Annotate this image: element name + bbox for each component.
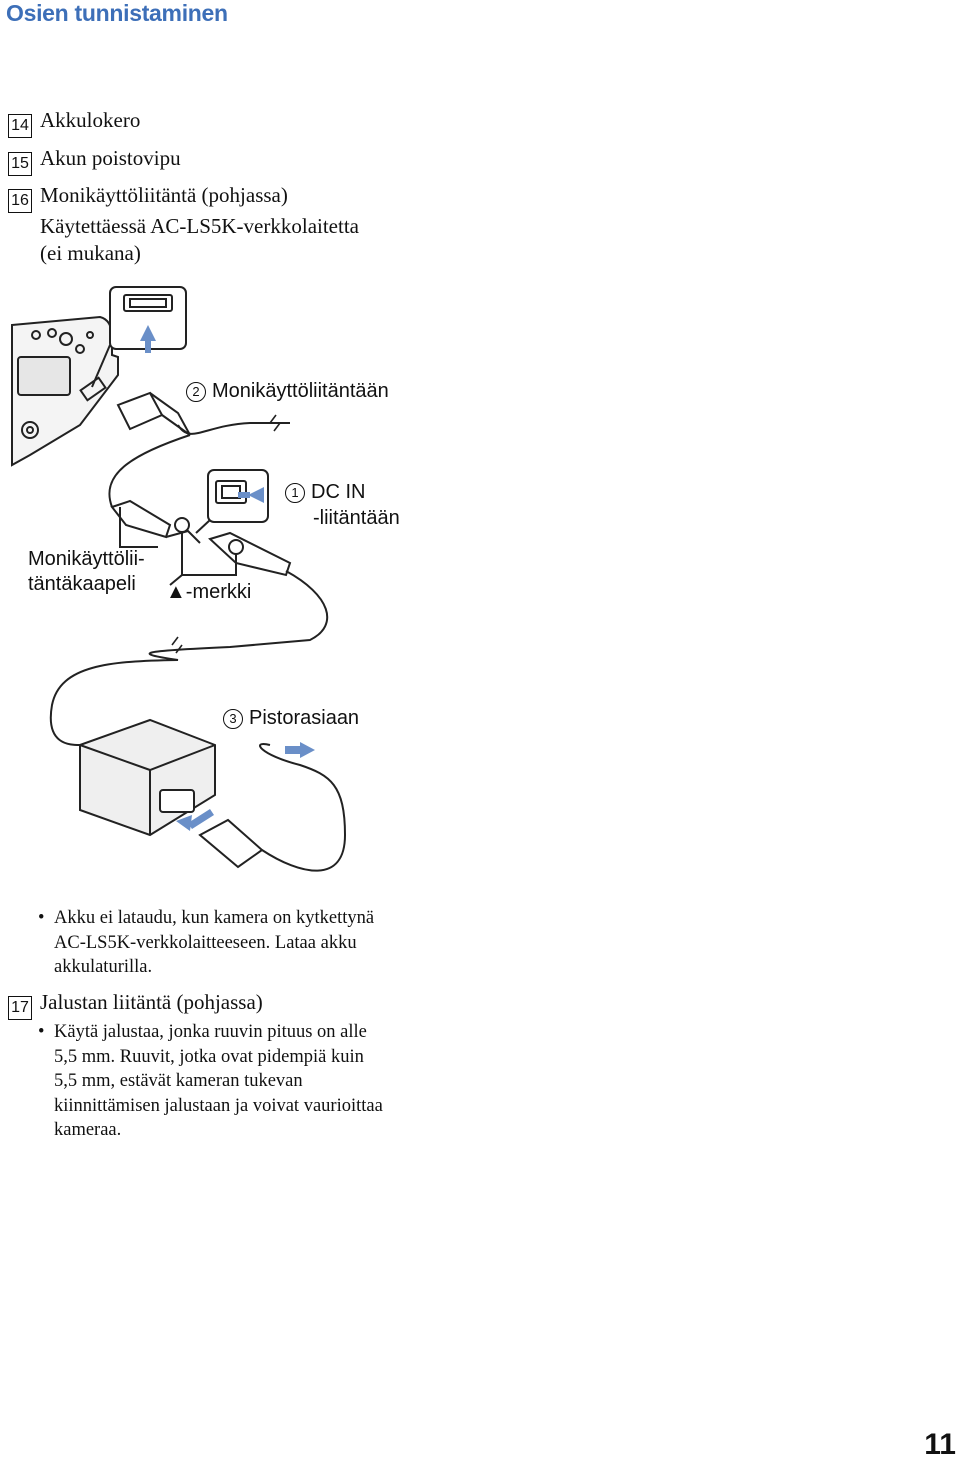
label-cable: Monikäyttölii- täntäkaapeli: [28, 548, 145, 595]
bullet-dot: •: [38, 908, 45, 928]
item-tripod-socket: 17 Jalustan liitäntä (pohjassa): [8, 989, 263, 1020]
triangle-icon: ▲: [166, 581, 186, 603]
item-multi-connector: 16 Monikäyttöliitäntä (pohjassa) Käytettä…: [8, 182, 359, 267]
arrow-diagonal-icon: [176, 809, 214, 831]
item-number: 14: [8, 114, 32, 138]
item-battery-compartment: 14 Akkulokero: [8, 107, 140, 138]
item-subtext: Käytettäessä AC-LS5K-verkkolaitetta: [40, 214, 359, 238]
note-tripod: • Käytä jalustaa, jonka ruuvin pituus on…: [38, 1022, 383, 1140]
item-number: 17: [8, 996, 32, 1020]
arrow-right-icon: [285, 742, 315, 758]
page-number: 11: [924, 1428, 956, 1461]
note-charging: • Akku ei lataudu, kun kamera on kytkett…: [38, 908, 375, 977]
label-mark: ▲-merkki: [166, 581, 252, 603]
step-number: 1: [285, 483, 305, 503]
item-title: Akkulokero: [40, 108, 141, 132]
label-step-1-sub: -liitäntään: [313, 507, 400, 529]
connection-illustration: [11, 286, 347, 872]
item-title: Monikäyttöliitäntä (pohjassa): [40, 183, 288, 207]
item-subtext: (ei mukana): [40, 241, 141, 265]
step-number: 3: [223, 709, 243, 729]
item-battery-eject-lever: 15 Akun poistovipu: [8, 145, 181, 176]
item-title: Jalustan liitäntä (pohjassa): [40, 990, 263, 1014]
item-number: 16: [8, 189, 32, 213]
step-number: 2: [186, 382, 206, 402]
item-number: 15: [8, 152, 32, 176]
arrow-left-icon: [238, 487, 264, 503]
camera-screen: [17, 356, 71, 396]
arrow-up-icon: [140, 325, 156, 353]
bullet-dot: •: [38, 1022, 45, 1042]
ac-adapter-body: [79, 718, 216, 837]
item-title: Akun poistovipu: [40, 146, 181, 170]
page-title: Osien tunnistaminen: [6, 0, 228, 26]
